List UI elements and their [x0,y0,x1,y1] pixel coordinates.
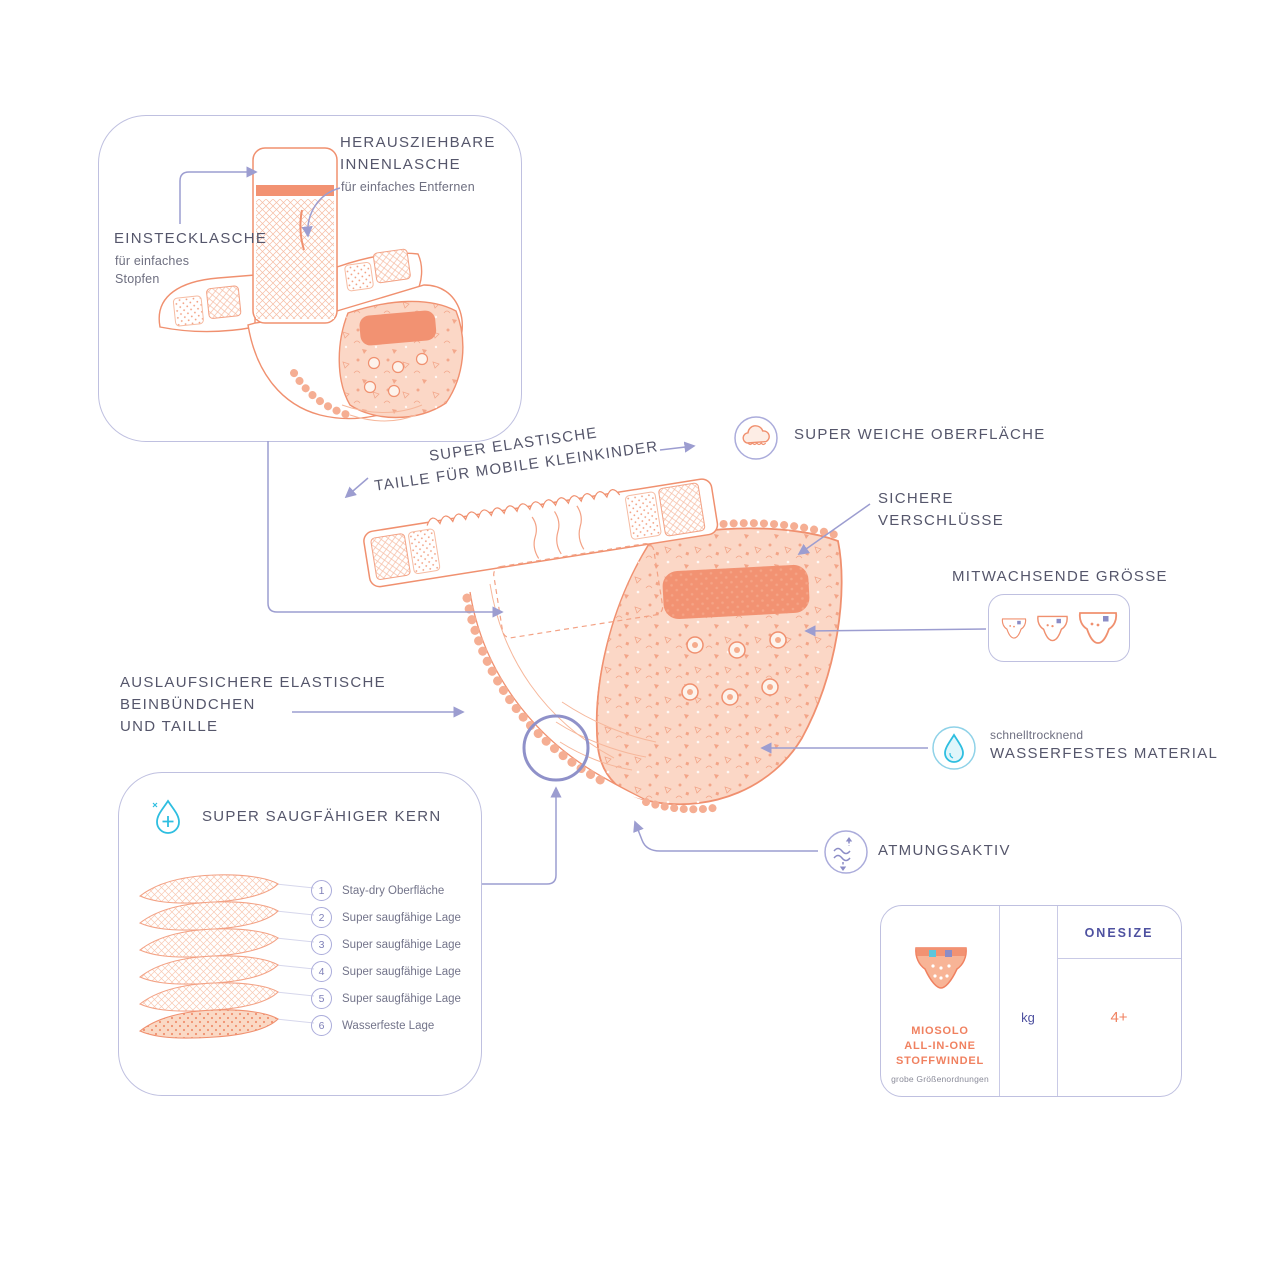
layer-label: Super saugfähige Lage [342,911,461,924]
product-name: MIOSOLO ALL-IN-ONE STOFFWINDEL [895,1025,985,1067]
pullout-tab-subtitle: für einfaches Entfernen [341,180,475,194]
main-diaper-illustration [363,478,843,814]
waterproof-note-label: schnelltrocknend [990,728,1084,742]
tuck-tab-subtitle: für einfaches Stopfen [115,254,190,286]
unit-label: kg [1021,1010,1035,1025]
drop-plus-icon [152,799,180,834]
waistband [363,478,719,639]
absorbent-core-title: SUPER SAUGFÄHIGER KERN [202,808,442,825]
mini-diaper-icon [1001,617,1026,639]
landing-zone [662,564,810,619]
layer-row: 2 Super saugfähige Lage [311,907,461,928]
waterproof-label: WASSERFESTES MATERIAL [990,745,1219,762]
gusset-magnifier-circle [522,714,590,782]
layer-label: Super saugfähige Lage [342,992,461,1005]
size-value: 4+ [1110,1009,1128,1026]
layer-number: 4 [311,961,332,982]
layer-number: 2 [311,907,332,928]
layer-row: 5 Super saugfähige Lage [311,988,461,1009]
secure-closures-label: SICHERE VERSCHLÜSSE [878,490,1005,529]
layer-row: 3 Super saugfähige Lage [311,934,461,955]
layer-row: 1 Stay-dry Oberfläche [311,880,444,901]
leakproof-label: AUSLAUFSICHERE ELASTISCHE BEINBÜNDCHEN U… [120,674,386,735]
breathable-label: ATMUNGSAKTIV [878,842,1011,859]
layer-number: 6 [311,1015,332,1036]
table-divider [1057,906,1058,1096]
mini-diaper-icon [1036,615,1068,641]
table-divider [999,906,1000,1096]
pocket-opening [493,543,664,639]
layer-number: 3 [311,934,332,955]
pullout-tab-line2: INNENLASCHE [340,156,461,173]
soft-surface-label: SUPER WEICHE OBERFLÄCHE [794,426,1046,443]
cloud-icon [734,416,778,460]
table-divider [1057,958,1181,959]
grow-size-label: MITWACHSENDE GRÖSSE [952,568,1168,585]
airflow-icon [824,830,868,874]
snap-buttons [681,631,787,706]
spec-table: ONESIZE kg 4+ MIOSOLO ALL-IN-ONE STOFFWI… [880,905,1182,1097]
layer-label: Wasserfeste Lage [342,1019,435,1032]
insert-diaper-illustration [158,147,464,422]
layer-row: 6 Wasserfeste Lage [311,1015,434,1036]
layer-label: Stay-dry Oberfläche [342,884,445,897]
mini-diaper-icon [1078,612,1117,644]
layer-number: 1 [311,880,332,901]
pullout-tab-label: HERAUSZIEHBARE INNENLASCHE [340,132,520,176]
layer-label: Super saugfähige Lage [342,965,461,978]
layer-row: 4 Super saugfähige Lage [311,961,461,982]
layer-number: 5 [311,988,332,1009]
size-header: ONESIZE [1084,926,1154,940]
size-footnote: grobe Größenordnungen [891,1074,989,1084]
core-layers-illustration [138,874,315,1039]
pullout-tab-line1: HERAUSZIEHBARE [340,134,496,151]
product-diaper-icon [915,947,967,989]
water-drop-icon [932,726,976,770]
tuck-tab-label: EINSTECKLASCHE [114,230,268,247]
grow-size-box [988,594,1130,662]
layer-label: Super saugfähige Lage [342,938,461,951]
